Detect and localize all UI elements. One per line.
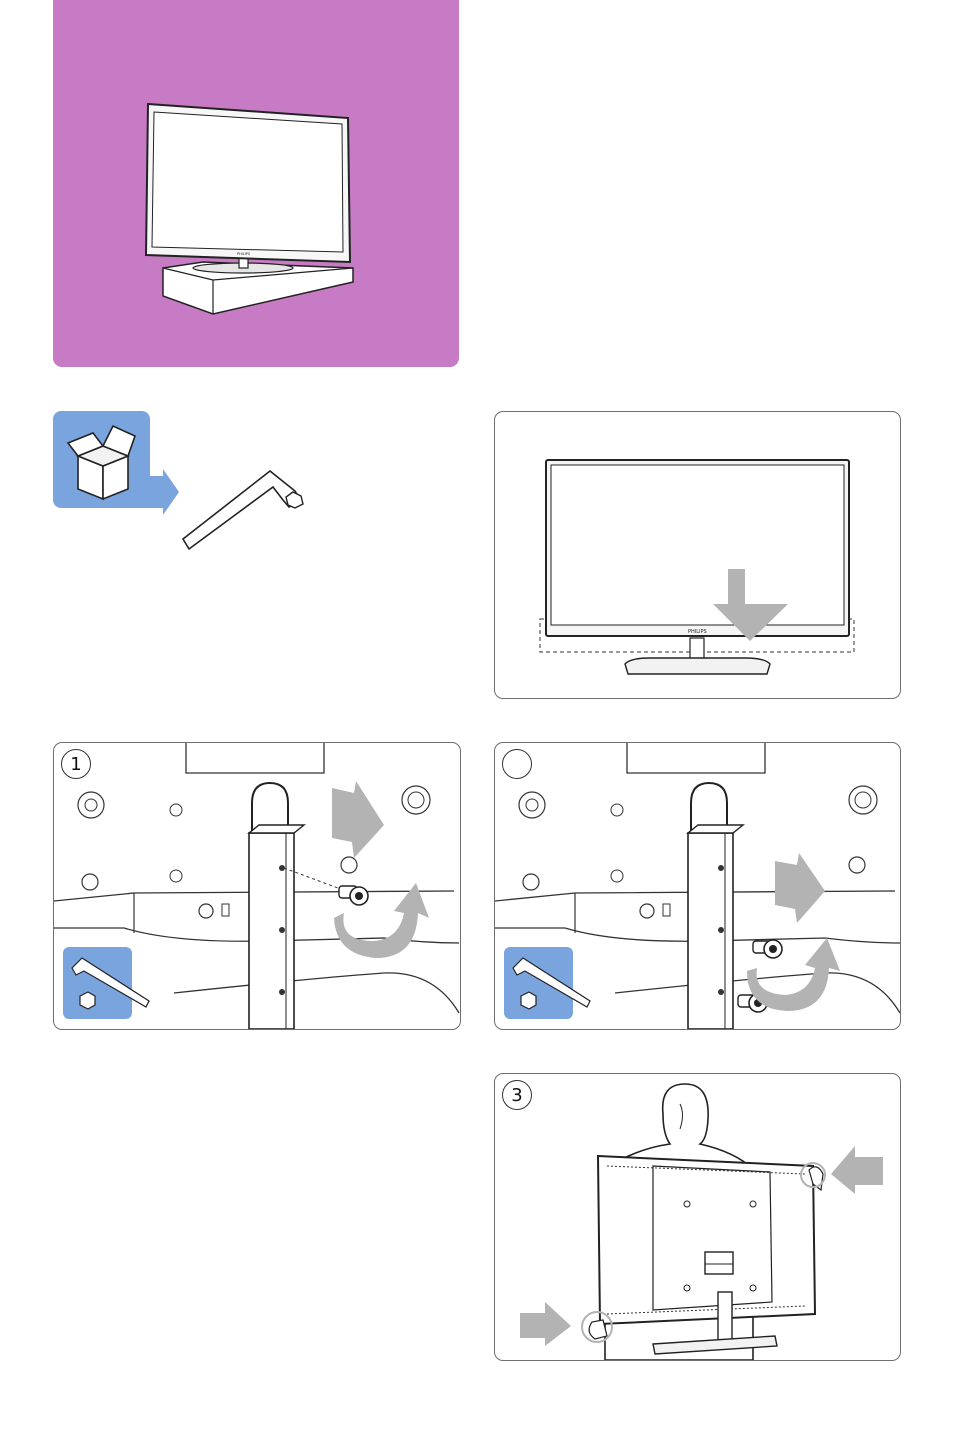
step-2-panel xyxy=(494,742,901,1030)
screw-icon xyxy=(339,886,368,905)
push-arrow-icon xyxy=(332,781,384,858)
push-arrow-icon xyxy=(520,1302,571,1346)
hexagon-icon xyxy=(80,992,95,1009)
step-number-1: 1 xyxy=(61,749,91,779)
push-arrow-icon xyxy=(831,1146,883,1194)
push-arrow-icon xyxy=(775,853,825,923)
box-icon xyxy=(53,411,183,521)
front-tv-logo: PHILIPS xyxy=(688,629,707,635)
front-view-panel: PHILIPS xyxy=(494,411,901,699)
step-3-illustration xyxy=(495,1074,900,1360)
step-1-panel: 1 xyxy=(53,742,461,1030)
screw-icon xyxy=(753,940,782,958)
step-3-panel: 3 xyxy=(494,1073,901,1361)
hero-panel: PHILIPS xyxy=(53,0,459,367)
step-number-2 xyxy=(502,749,532,779)
front-tv-illustration: PHILIPS xyxy=(495,412,900,698)
step-number-3: 3 xyxy=(502,1080,532,1110)
hero-tv-logo: PHILIPS xyxy=(237,252,251,256)
step-2-illustration xyxy=(495,743,900,1029)
step-1-illustration xyxy=(54,743,460,1029)
tv-on-stand-illustration: PHILIPS xyxy=(53,0,459,367)
allen-key-icon xyxy=(175,455,315,555)
hexagon-icon xyxy=(521,992,536,1009)
